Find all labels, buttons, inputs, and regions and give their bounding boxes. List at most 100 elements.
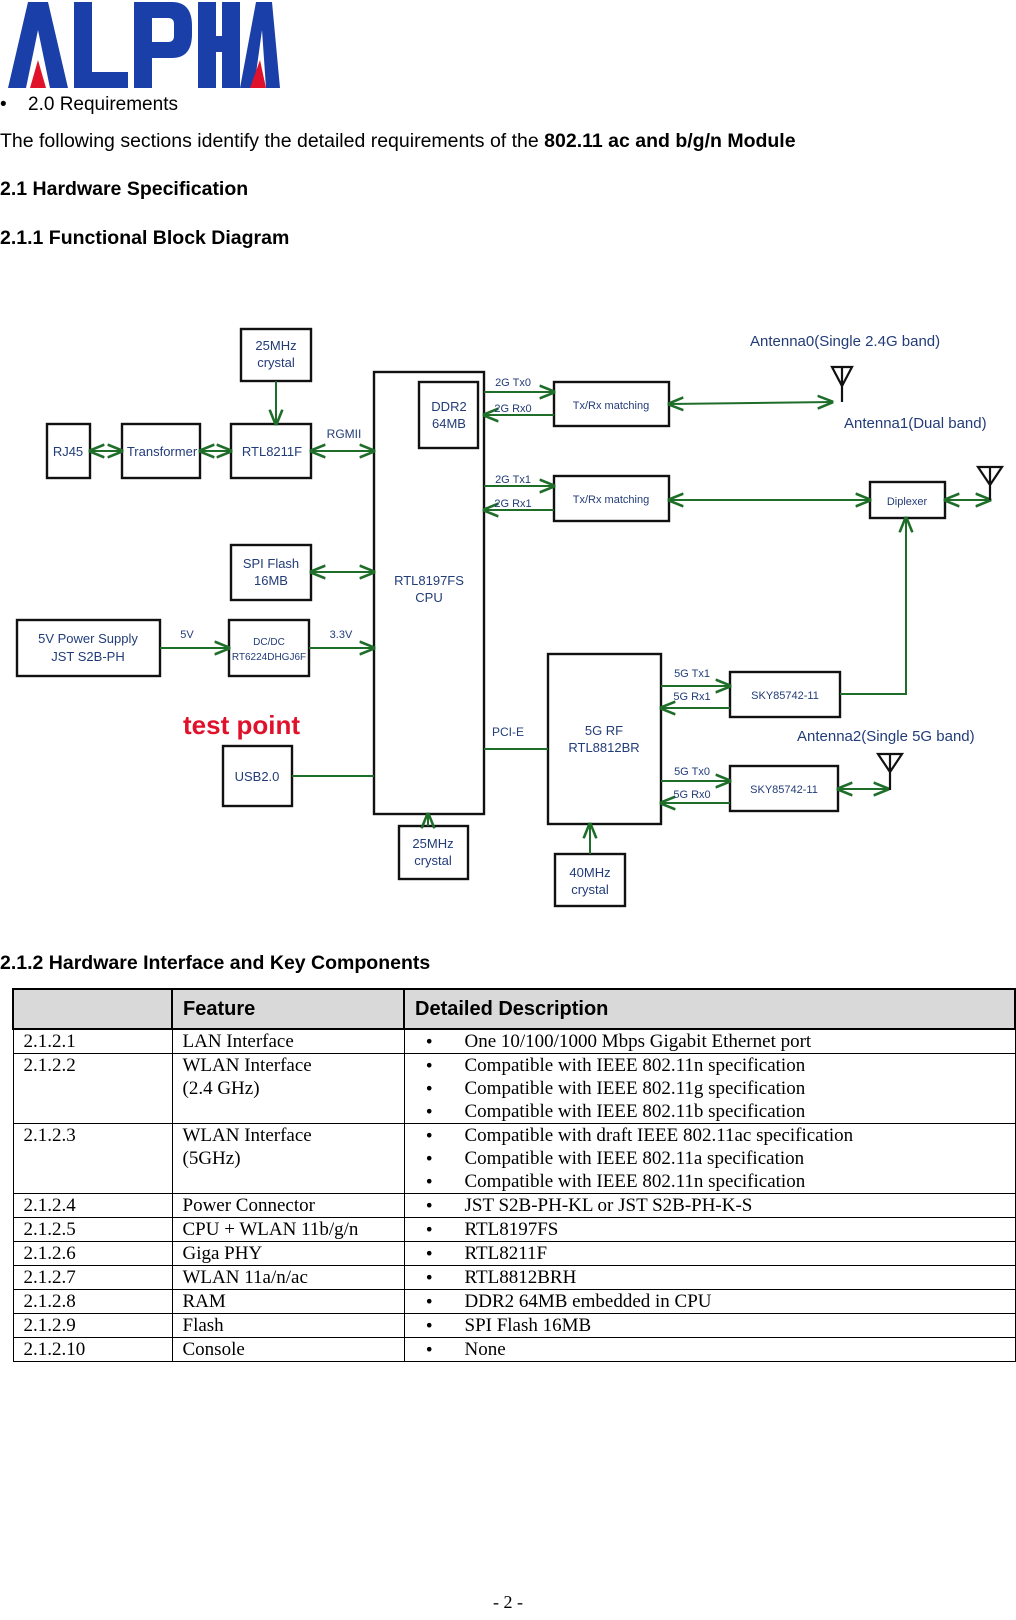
feature-line: (2.4 GHz) [182,1078,260,1099]
section-hardware-spec: 2.1 Hardware Specification [0,178,249,200]
row-id: 2.1.2.2 [12,1053,173,1124]
requirements-heading: 2.0 Requirements [28,94,178,115]
row-feature: CPU + WLAN 11b/g/n [171,1217,405,1242]
rj45-label: RJ45 [53,444,83,459]
description-item: RTL8197FS [415,1218,1005,1241]
crystal-top-l1: 25MHz [255,338,296,353]
intro-bold: 802.11 ac and b/g/n Module [544,130,796,152]
feature-line: CPU + WLAN 11b/g/n [182,1219,359,1240]
header-id [12,988,173,1030]
row-id: 2.1.2.9 [12,1313,173,1338]
table-row: 2.1.2.10ConsoleNone [12,1337,1016,1362]
diplexer-label: Diplexer [887,496,928,508]
row-feature: Flash [171,1313,405,1338]
row-description: Compatible with IEEE 802.11n specificati… [403,1053,1016,1124]
table-row: 2.1.2.2 WLAN Interface(2.4 GHz) Compatible… [12,1053,1016,1124]
cpu-l1: RTL8197FS [394,573,464,588]
description-item: DDR2 64MB embedded in CPU [415,1290,1005,1313]
power-l1: 5V Power Supply [38,631,138,646]
table-header-row: Feature Detailed Description [12,988,1016,1030]
power-supply-box [15,618,162,678]
row-feature: WLAN 11a/n/ac [171,1265,405,1290]
header-description: Detailed Description [403,988,1016,1030]
ddr2-box [417,380,480,450]
rf5g-box [546,652,663,826]
header-feature: Feature [171,988,405,1030]
row-feature: LAN Interface [171,1028,405,1054]
row-description: SPI Flash 16MB [403,1313,1016,1338]
feature-line: WLAN Interface [182,1125,312,1146]
usb-label: USB2.0 [235,769,280,784]
feature-line: (5GHz) [182,1148,241,1169]
alpha-logo [8,2,280,88]
description-item: RTL8211F [415,1242,1005,1265]
feature-line: WLAN 11a/n/ac [182,1267,308,1288]
description-item: RTL8812BRH [415,1266,1005,1289]
3v3-label: 3.3V [330,629,353,641]
intro-paragraph: The following sections identify the deta… [0,130,796,153]
row-id: 2.1.2.5 [12,1217,173,1242]
feature-line: WLAN Interface [182,1055,312,1076]
rf5g-l2: RTL8812BR [568,740,639,755]
ddr2-l2: 64MB [432,416,466,431]
requirements-bullet: • [0,94,7,115]
description-item: Compatible with draft IEEE 802.11ac spec… [415,1124,1005,1147]
dcdc-l1: DC/DC [253,637,285,648]
table-row: 2.1.2.9 Flash SPI Flash 16MB [12,1313,1016,1338]
row-id: 2.1.2.1 [12,1028,173,1054]
intro-text: The following sections identify the deta… [0,130,545,152]
dcdc-box [227,618,311,678]
description-item: Compatible with IEEE 802.11a specificati… [415,1147,1005,1170]
row-description: RTL8197FS [403,1217,1016,1242]
feature-line: Console [182,1339,245,1360]
row-description: One 10/100/1000 Mbps Gigabit Ethernet po… [403,1028,1016,1054]
description-item: JST S2B-PH-KL or JST S2B-PH-K-S [415,1194,1005,1217]
table-row: 2.1.2.4 Power Connector JST S2B-PH-KL or J… [12,1193,1016,1218]
cpu-l2: CPU [415,590,442,605]
txrx-1-label: Tx/Rx matching [573,400,649,412]
transformer-label: Transformer [127,444,198,459]
description-item: SPI Flash 16MB [415,1314,1005,1337]
row-feature: Console [171,1337,405,1362]
tx5-0-label: 5G Tx0 [674,766,710,778]
crystal-40-l2: crystal [571,882,609,897]
row-description: None [403,1337,1016,1362]
crystal-40-box [553,852,627,908]
row-description: JST S2B-PH-KL or JST S2B-PH-K-S [403,1193,1016,1218]
table-row: 2.1.2.5 CPU + WLAN 11b/g/n RTL8197FS [12,1217,1016,1242]
description-item: Compatible with IEEE 802.11b specificati… [415,1100,1005,1123]
rf5g-l1: 5G RF [585,723,623,738]
section-block-diagram: 2.1.1 Functional Block Diagram [0,227,290,249]
5v-label: 5V [180,629,194,641]
row-id: 2.1.2.8 [12,1289,173,1314]
row-id: 2.1.2.4 [12,1193,173,1218]
row-feature: Giga PHY [171,1241,405,1266]
crystal-top-l2: crystal [257,355,295,370]
rgmii-label: RGMII [327,427,362,441]
row-id: 2.1.2.3 [12,1123,173,1194]
section-hardware-interface: 2.1.2 Hardware Interface and Key Compone… [0,952,431,974]
rx1-label: 2G Rx1 [494,498,531,510]
page-number: - 2 - [493,1592,523,1612]
antenna2-icon [875,752,905,790]
table-row: 2.1.2.3 WLAN Interface(5GHz) Compatible wi… [12,1123,1016,1194]
antenna2-label: Antenna2(Single 5G band) [797,728,975,745]
spi-l1: SPI Flash [243,556,299,571]
description-item: Compatible with IEEE 802.11g specificati… [415,1077,1005,1100]
rtl8211f-label: RTL8211F [242,444,302,459]
row-feature: Power Connector [171,1193,405,1218]
test-point-label: test point [183,710,300,740]
feature-line: Giga PHY [182,1243,263,1264]
row-description: Compatible with draft IEEE 802.11ac spec… [403,1123,1016,1194]
feature-line: Flash [182,1315,224,1336]
description-item: Compatible with IEEE 802.11n specificati… [415,1054,1005,1077]
row-id: 2.1.2.7 [12,1265,173,1290]
functional-block-diagram: 25MHz crystal RJ45 Transformer RTL8211F … [15,327,1005,908]
feature-line: Power Connector [182,1195,315,1216]
antenna0-label: Antenna0(Single 2.4G band) [750,333,940,350]
feature-line: RAM [182,1291,226,1312]
spi-l2: 16MB [254,573,288,588]
description-item: One 10/100/1000 Mbps Gigabit Ethernet po… [415,1030,1005,1053]
